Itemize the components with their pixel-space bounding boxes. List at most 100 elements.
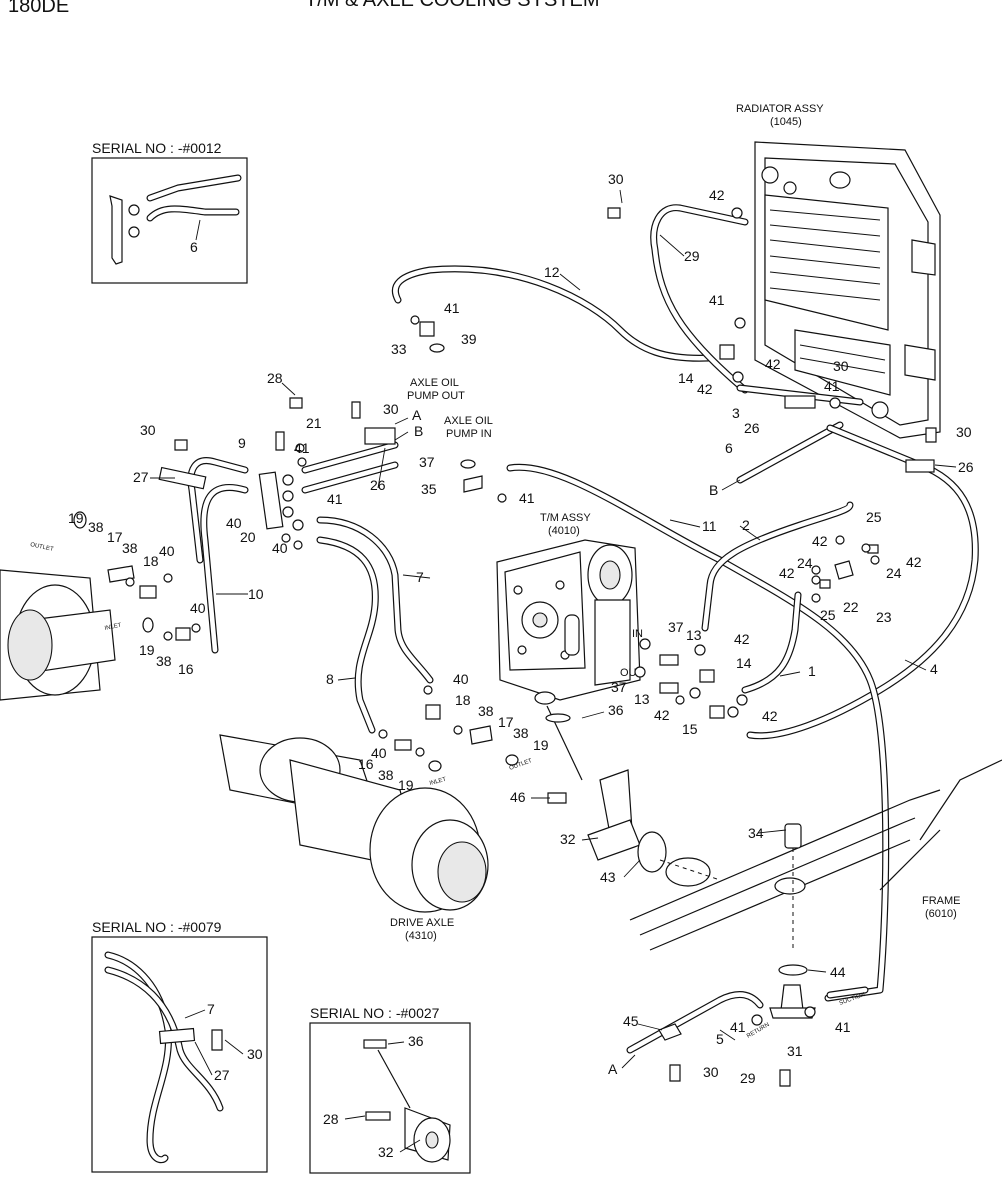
callout-42a: 42 (709, 187, 725, 203)
clamp-45 (658, 1023, 682, 1041)
callout-6-box1: 6 (190, 239, 198, 255)
dipstick-cap-icon (363, 1039, 387, 1049)
callout-41g: 41 (730, 1019, 746, 1035)
callout-30a: 30 (608, 171, 624, 187)
callout-14a: 14 (678, 370, 694, 386)
clamp-26-right (784, 395, 816, 409)
callout-42c: 42 (697, 381, 713, 397)
callout-1: 1 (808, 663, 816, 679)
pump-in-label-1: AXLE OIL (444, 415, 493, 427)
callout-30f: 30 (703, 1064, 719, 1080)
radiator-label: RADIATOR ASSY (736, 103, 824, 115)
callout-42i: 42 (762, 708, 778, 724)
callout-31: 31 (787, 1043, 803, 1059)
callout-41f: 41 (824, 378, 840, 394)
callout-42b: 42 (765, 356, 781, 372)
callout-37c: 37 (611, 679, 627, 695)
leader-lines (150, 189, 957, 1041)
callout-19d: 19 (533, 737, 549, 753)
callout-41b: 41 (294, 440, 310, 456)
callout-46: 46 (510, 789, 526, 805)
callout-26b: 26 (744, 420, 760, 436)
callout-6: 6 (725, 440, 733, 456)
front-axle-housing (0, 569, 116, 701)
callout-43: 43 (600, 869, 616, 885)
callout-28: 28 (267, 370, 283, 386)
inlet-label-drive: INLET (429, 777, 447, 787)
callout-40a: 40 (226, 515, 242, 531)
callout-38c: 38 (156, 653, 172, 669)
ref-a-upper: A (412, 407, 422, 423)
serial-label-0079: SERIAL NO : -#0079 (92, 919, 222, 935)
callout-15: 15 (682, 721, 698, 737)
callout-37a: 37 (419, 454, 435, 470)
clamp-27 (158, 466, 207, 490)
pump-out-label-2: PUMP OUT (407, 390, 465, 402)
callout-42f: 42 (906, 554, 922, 570)
port-in-label: IN (632, 628, 643, 640)
callout-39: 39 (461, 331, 477, 347)
outlet-label-front: OUTLET (30, 542, 55, 553)
callout-4: 4 (930, 661, 938, 677)
serial-box-0012: SERIAL NO : -#0012 6 (91, 140, 248, 284)
callout-20: 20 (240, 529, 256, 545)
callout-35: 35 (421, 481, 437, 497)
drive-axle-number: (4310) (405, 930, 437, 942)
callout-19b: 19 (139, 642, 155, 658)
callout-24a: 24 (797, 555, 813, 571)
callout-32-box3: 32 (378, 1144, 394, 1160)
callout-27-box2: 27 (214, 1067, 230, 1083)
transmission-assembly: T/M ASSY (4010) IN OUT (496, 512, 644, 701)
model-number: 180DE (8, 0, 69, 17)
serial-label-0027: SERIAL NO : -#0027 (310, 1005, 440, 1021)
serial-label-0012: SERIAL NO : -#0012 (92, 140, 222, 156)
drive-axle-label: DRIVE AXLE (390, 917, 454, 929)
callout-13a: 13 (686, 627, 702, 643)
filter-34-icon (784, 823, 802, 849)
callout-41a: 41 (444, 300, 460, 316)
tm-number: (4010) (548, 525, 580, 537)
callout-30d: 30 (833, 358, 849, 374)
elbow-33-icon (419, 321, 435, 337)
callout-41d: 41 (519, 490, 535, 506)
pump-out-label-1: AXLE OIL (410, 377, 459, 389)
radiator-assembly: RADIATOR ASSY (1045) (736, 103, 941, 439)
callout-27: 27 (133, 469, 149, 485)
callout-38e: 38 (478, 703, 494, 719)
drive-axle: DRIVE AXLE (4310) (219, 734, 489, 942)
callout-42e: 42 (779, 565, 795, 581)
callout-40e: 40 (453, 671, 469, 687)
callouts: 1 2 3 4 5 6 7 8 9 10 11 12 13 13 14 14 1… (68, 171, 974, 1086)
serial-box-0027: SERIAL NO : -#0027 36 28 32 (309, 1005, 471, 1174)
callout-8: 8 (326, 671, 334, 687)
clamp-26 (364, 427, 396, 445)
callout-17b: 17 (498, 714, 514, 730)
callout-36: 36 (608, 702, 624, 718)
callout-26a: 26 (370, 477, 386, 493)
frame-label: FRAME (922, 895, 961, 907)
callout-42d: 42 (812, 533, 828, 549)
callout-2: 2 (742, 517, 750, 533)
callout-7-box2: 7 (207, 1001, 215, 1017)
callout-12: 12 (544, 264, 560, 280)
callout-18b: 18 (455, 692, 471, 708)
callout-41h: 41 (835, 1019, 851, 1035)
callout-38f: 38 (513, 725, 529, 741)
callout-42h: 42 (654, 707, 670, 723)
callout-21: 21 (306, 415, 322, 431)
pump-in-label-2: PUMP IN (446, 428, 492, 440)
callout-25b: 25 (820, 607, 836, 623)
manifold-22-icon (834, 560, 854, 580)
callout-33: 33 (391, 341, 407, 357)
callout-42g: 42 (734, 631, 750, 647)
callout-30c: 30 (140, 422, 156, 438)
callout-36-box3: 36 (408, 1033, 424, 1049)
radiator-number: (1045) (770, 116, 802, 128)
callout-38b: 38 (122, 540, 138, 556)
page-title: T/M & AXLE COOLING SYSTEM (305, 0, 600, 11)
callout-18a: 18 (143, 553, 159, 569)
bracket-icon (109, 195, 123, 265)
serial-box-0079: SERIAL NO : -#0079 7 30 27 (91, 919, 268, 1173)
bolt-icon (211, 1029, 223, 1051)
